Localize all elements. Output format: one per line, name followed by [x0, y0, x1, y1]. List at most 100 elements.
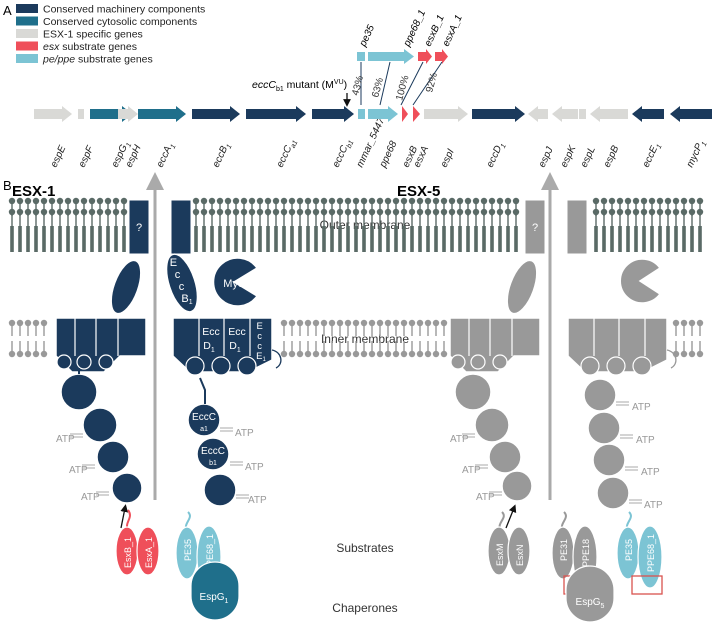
- homology-line-4: [412, 61, 443, 106]
- esx5-machine: ?: [449, 199, 677, 510]
- esx1-right-domain-3: [203, 473, 237, 507]
- gene-label-0: espE: [49, 144, 69, 170]
- esx1-eccb1-label: E c c B1: [170, 257, 193, 306]
- gene-label-14: espJ: [537, 145, 556, 170]
- gene-arrow-mmar-5447: [358, 109, 365, 119]
- gene-label-5: eccB1: [211, 141, 234, 170]
- esx1-ecccb1: [196, 437, 230, 471]
- legend-label-1: Conserved cytosolic components: [43, 16, 197, 28]
- atp-label-6: ATP: [450, 434, 469, 445]
- atp-label-3: ATP: [235, 428, 254, 439]
- gene-label-12: espI: [439, 147, 457, 169]
- atp-label-4: ATP: [245, 462, 264, 473]
- mutant-label: eccCb1 mutant (MVU): [252, 79, 347, 93]
- esx5-outer-pore-right: [566, 199, 588, 255]
- esx1-eccb1: [165, 253, 199, 313]
- homology-lines: [360, 61, 443, 106]
- panel-label-a: A: [3, 3, 12, 18]
- gene-label-19: mycP1: [685, 138, 709, 170]
- gene-arrow-espL: [579, 109, 586, 119]
- gene-arrow-esxA: [413, 106, 420, 122]
- pe35-label-esx1: PE35: [183, 539, 193, 561]
- gene-arrow-espH: [118, 106, 138, 122]
- esx5-outer-pore-left: [524, 199, 546, 255]
- panel-label-b: B: [3, 178, 12, 193]
- legend-label-4: pe/ppe substrate genes: [42, 54, 153, 66]
- esx1-outer-pore-right: [170, 199, 192, 255]
- esx1-ecce1-label: E c c E1: [256, 321, 266, 363]
- esx5-binding-box-right: [631, 575, 663, 595]
- gene-arrow-eccC: [246, 106, 306, 122]
- ppe68-1-protein-esx5: [637, 525, 663, 589]
- legend-swatch-3: [16, 41, 38, 51]
- gene-arrow-esxB: [402, 106, 408, 122]
- pct-100: 100%: [394, 74, 411, 102]
- esx1-outer-pore-left: [128, 199, 150, 255]
- top-gene-pe35: pe35: [357, 23, 377, 49]
- atp-label-11: ATP: [641, 467, 660, 478]
- esx5-pore-question: ?: [532, 222, 538, 234]
- atp-label-5: ATP: [248, 495, 267, 506]
- esxb-1-top-gene: [418, 49, 432, 64]
- esx5-right-domain-2: [587, 411, 621, 445]
- atp-label-1: ATP: [69, 465, 88, 476]
- gene-arrow-ppe68: [368, 106, 398, 122]
- gene-label-1: espF: [77, 144, 97, 170]
- atp-label-2: ATP: [81, 492, 100, 503]
- atp-label-10: ATP: [636, 435, 655, 446]
- esxa1-label: EsxA_1: [144, 537, 154, 568]
- top-operon: pe35 ppe68_1 esxB_1 esxA_1: [357, 8, 465, 64]
- gene-arrow-eccA: [138, 106, 186, 122]
- pe35-top-gene: [357, 52, 365, 61]
- mutant-gene: eccC: [252, 79, 276, 91]
- esxm-label: EsxM: [495, 544, 505, 567]
- esxb1-label: EsxB_1: [123, 537, 133, 568]
- esx1-left-eccb: [110, 259, 142, 315]
- mutant-gene-sub: b1: [276, 86, 284, 93]
- gene-label-16: espL: [579, 145, 598, 169]
- gene-arrow-espB: [590, 106, 628, 122]
- gene-arrow-espJ: [528, 106, 548, 122]
- pct-92: 92%: [424, 71, 440, 93]
- legend: Conserved machinery componentsConserved …: [16, 4, 205, 66]
- gene-label-18: eccE1: [641, 141, 664, 170]
- membranes: [8, 197, 704, 358]
- esx1-mycp1: [212, 257, 259, 307]
- esx1-substrate-arrow: [120, 504, 129, 529]
- esx5-right-domain-1: [583, 378, 617, 412]
- gene-arrow-eccD: [472, 106, 525, 122]
- atp-label-0: ATP: [56, 434, 75, 445]
- esx1-left-domain-1: [60, 373, 98, 411]
- esx5-right-domain-4: [596, 476, 630, 510]
- esx5-left-domain-2: [474, 407, 510, 443]
- ppe18-label: PPE18: [581, 539, 591, 567]
- gene-arrow-espK: [552, 106, 578, 122]
- mutant-close: ): [344, 79, 348, 91]
- gene-label-9: ppe68: [377, 139, 399, 170]
- inner-membrane-label: Inner membrane: [321, 332, 409, 346]
- esx1-substrates: EsxB_1 EsxA_1 PE35 PPE68_1 EspG1: [115, 509, 240, 621]
- gene-label-7: eccCb1: [331, 137, 356, 170]
- esx5-title: ESX-5: [397, 183, 440, 200]
- esxn-label: EsxN: [515, 544, 525, 566]
- pct-63: 63%: [370, 76, 386, 98]
- pe35-label-esx5: PE35: [624, 539, 634, 561]
- chaperones-label: Chaperones: [332, 601, 397, 615]
- legend-label-3: esx substrate genes: [43, 41, 137, 53]
- gene-arrow-eccB: [192, 106, 240, 122]
- inner-membrane-label-bg: [312, 328, 418, 348]
- espg1-chaperone: [190, 561, 240, 621]
- legend-swatch-2: [16, 29, 38, 38]
- gene-arrow-espF: [78, 109, 84, 119]
- esx5-substrates: EsxM EsxN PE31 PPE18 EspG5 PE35 PPE68_1: [487, 511, 663, 623]
- espg5-chaperone: [565, 565, 615, 623]
- gene-arrow-eccE: [632, 106, 664, 122]
- mutant-text: mutant (M: [284, 79, 334, 91]
- gene-arrow-mycP: [670, 106, 712, 122]
- espg5-label: EspG5: [576, 597, 605, 610]
